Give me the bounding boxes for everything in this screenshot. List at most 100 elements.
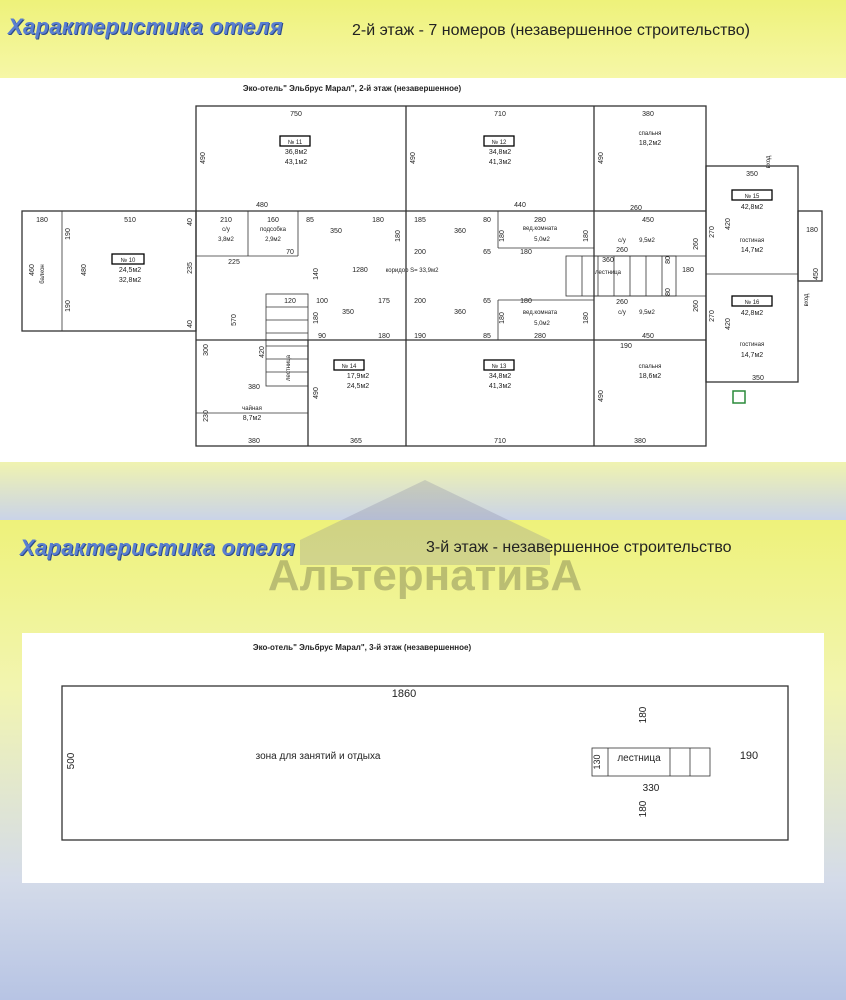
- dim-180-e: 180: [378, 333, 390, 340]
- dim-40-v2: 40: [187, 320, 194, 328]
- dim-180-v3: 180: [583, 230, 590, 242]
- dim-450-v: 450: [813, 268, 820, 280]
- dim-230-v: 230: [203, 410, 210, 422]
- green-marker: [732, 390, 746, 404]
- dim-100: 100: [316, 298, 328, 305]
- dim-1280: 1280: [352, 267, 368, 274]
- dim-350-bot: 350: [342, 309, 354, 316]
- label-bedroom1: спальня: [639, 131, 662, 137]
- room-16-box: [731, 295, 773, 307]
- dim-85-bot: 85: [483, 333, 491, 340]
- dim-65-b: 65: [483, 298, 491, 305]
- label-bedroom1-area: 18,2м2: [639, 140, 661, 147]
- floor2-subtitle: 2-й этаж - 7 номеров (незавершенное стро…: [352, 22, 750, 39]
- dim-200-b: 200: [414, 298, 426, 305]
- dim-260-v1: 260: [693, 238, 700, 250]
- dim-140-v: 140: [313, 268, 320, 280]
- room-13-number: № 13: [492, 363, 507, 370]
- dim-130: 130: [592, 754, 602, 769]
- entrance-outline: [797, 210, 823, 282]
- floor3-plan-title: Эко-отель" Эльбрус Марал", 3-й этаж (нез…: [253, 643, 472, 652]
- dim-180-left: 180: [36, 217, 48, 224]
- label-bedroom2-area: 18,6м2: [639, 373, 661, 380]
- dim-90: 90: [318, 333, 326, 340]
- label-entrance1: вход: [766, 155, 772, 168]
- room-13-box: [483, 359, 515, 371]
- floor3-stairs: [591, 747, 711, 777]
- dim-180-v2: 180: [499, 230, 506, 242]
- floor3-subtitle: 3-й этаж - незавершенное строительство: [426, 539, 732, 556]
- dim-180-v4: 180: [313, 312, 320, 324]
- dim-40-v1: 40: [187, 218, 194, 226]
- stairs-left: [265, 293, 309, 387]
- left-wing-outline: [21, 210, 197, 332]
- dim-80-v1: 80: [665, 256, 672, 264]
- watermark-text: АльтернативА: [268, 551, 582, 600]
- room-10-box: [111, 253, 145, 265]
- floor2-plan-title: Эко-отель" Эльбрус Марал", 2-й этаж (нез…: [243, 84, 462, 93]
- label-vk2: вед.комната: [523, 310, 558, 316]
- floor2-panel: Эко-отель" Эльбрус Марал", 2-й этаж (нез…: [0, 78, 846, 464]
- dim-270-v1: 270: [709, 226, 716, 238]
- label-su: с/у: [222, 227, 230, 233]
- dim-365: 365: [350, 438, 362, 445]
- dim-570-v: 570: [231, 314, 238, 326]
- floor2-plan: Эко-отель" Эльбрус Марал", 2-й этаж (нез…: [21, 84, 823, 447]
- label-stairs-right: лестница: [595, 270, 622, 276]
- dim-200-a: 200: [414, 249, 426, 256]
- dim-180-b: 180: [520, 249, 532, 256]
- room-11-number: № 11: [288, 139, 303, 146]
- hotel-title-floor2: Характеристика отеля: [8, 14, 283, 39]
- label-vk2-area: 5,0м2: [534, 321, 550, 327]
- label-su2b-area: 9,5м2: [639, 310, 655, 316]
- dim-480: 480: [256, 202, 268, 209]
- dim-420-v2: 420: [725, 318, 732, 330]
- dim-70: 70: [286, 249, 294, 256]
- label-living1: гостиная: [740, 238, 764, 244]
- dim-380-mid: 380: [248, 384, 260, 391]
- dim-420-v-left: 420: [259, 346, 266, 358]
- watermark-house-icon: [300, 480, 550, 565]
- room-11-box: [279, 135, 311, 147]
- dim-330: 330: [643, 783, 660, 794]
- dim-1860: 1860: [392, 688, 416, 700]
- dim-185: 185: [414, 217, 426, 224]
- room-14-area1: 17,9м2: [347, 373, 369, 380]
- room-16-area: 42,8м2: [741, 310, 763, 317]
- dim-350-bot-right: 350: [752, 375, 764, 382]
- dim-710-bot: 710: [494, 438, 506, 445]
- floor3-plan: Эко-отель" Эльбрус Марал", 3-й этаж (нез…: [61, 643, 789, 841]
- label-podsobka: подсобка: [260, 227, 287, 233]
- dim-80: 80: [483, 217, 491, 224]
- label-bedroom2: спальня: [639, 364, 662, 370]
- dim-380-bot-right: 380: [634, 438, 646, 445]
- label-su2a-area: 9,5м2: [639, 238, 655, 244]
- dim-300-v: 300: [203, 344, 210, 356]
- dim-235-v: 235: [187, 262, 194, 274]
- dim-360-bot: 360: [454, 309, 466, 316]
- dim-490-v4: 490: [313, 387, 320, 399]
- dim-280-top: 280: [534, 217, 546, 224]
- room-11-area1: 36,8м2: [285, 149, 307, 156]
- floor3-outline: [61, 685, 789, 841]
- dim-120: 120: [284, 298, 296, 305]
- main-outline: [195, 105, 707, 447]
- label-su2a: с/у: [618, 238, 626, 244]
- dim-180-v6: 180: [583, 312, 590, 324]
- dim-180-c: 180: [682, 267, 694, 274]
- room-15-number: № 15: [745, 193, 760, 200]
- label-podsobka-area: 2,9м2: [265, 237, 281, 243]
- room-10-number: № 10: [121, 257, 136, 264]
- room-14-area2: 24,5м2: [347, 383, 369, 390]
- label-living2-area: 14,7м2: [741, 352, 763, 359]
- dim-270-v2: 270: [709, 310, 716, 322]
- room-13-area1: 34,8м2: [489, 373, 511, 380]
- room-10-area2: 32,8м2: [119, 277, 141, 284]
- dim-500: 500: [66, 752, 77, 769]
- room-14-number: № 14: [342, 363, 357, 370]
- label-vk1-area: 5,0м2: [534, 237, 550, 243]
- room-10-area1: 24,5м2: [119, 267, 141, 274]
- room-16-number: № 16: [745, 299, 760, 306]
- header-band-floor2: [0, 0, 846, 80]
- dim-420-v1: 420: [725, 218, 732, 230]
